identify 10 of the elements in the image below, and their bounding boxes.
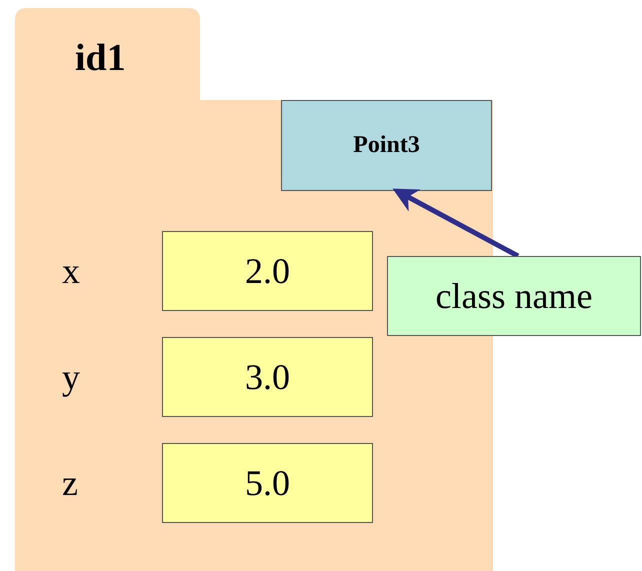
class-box: Point3 <box>281 100 492 191</box>
object-id: id1 <box>75 36 126 80</box>
field-name: x <box>62 250 80 293</box>
value-box: 2.0 <box>162 231 373 311</box>
field-name: y <box>62 356 80 399</box>
field-name: z <box>62 462 78 505</box>
value-box: 5.0 <box>162 443 373 523</box>
note-box: class name <box>387 256 641 336</box>
value-box: 3.0 <box>162 337 373 417</box>
arrow <box>392 188 520 258</box>
